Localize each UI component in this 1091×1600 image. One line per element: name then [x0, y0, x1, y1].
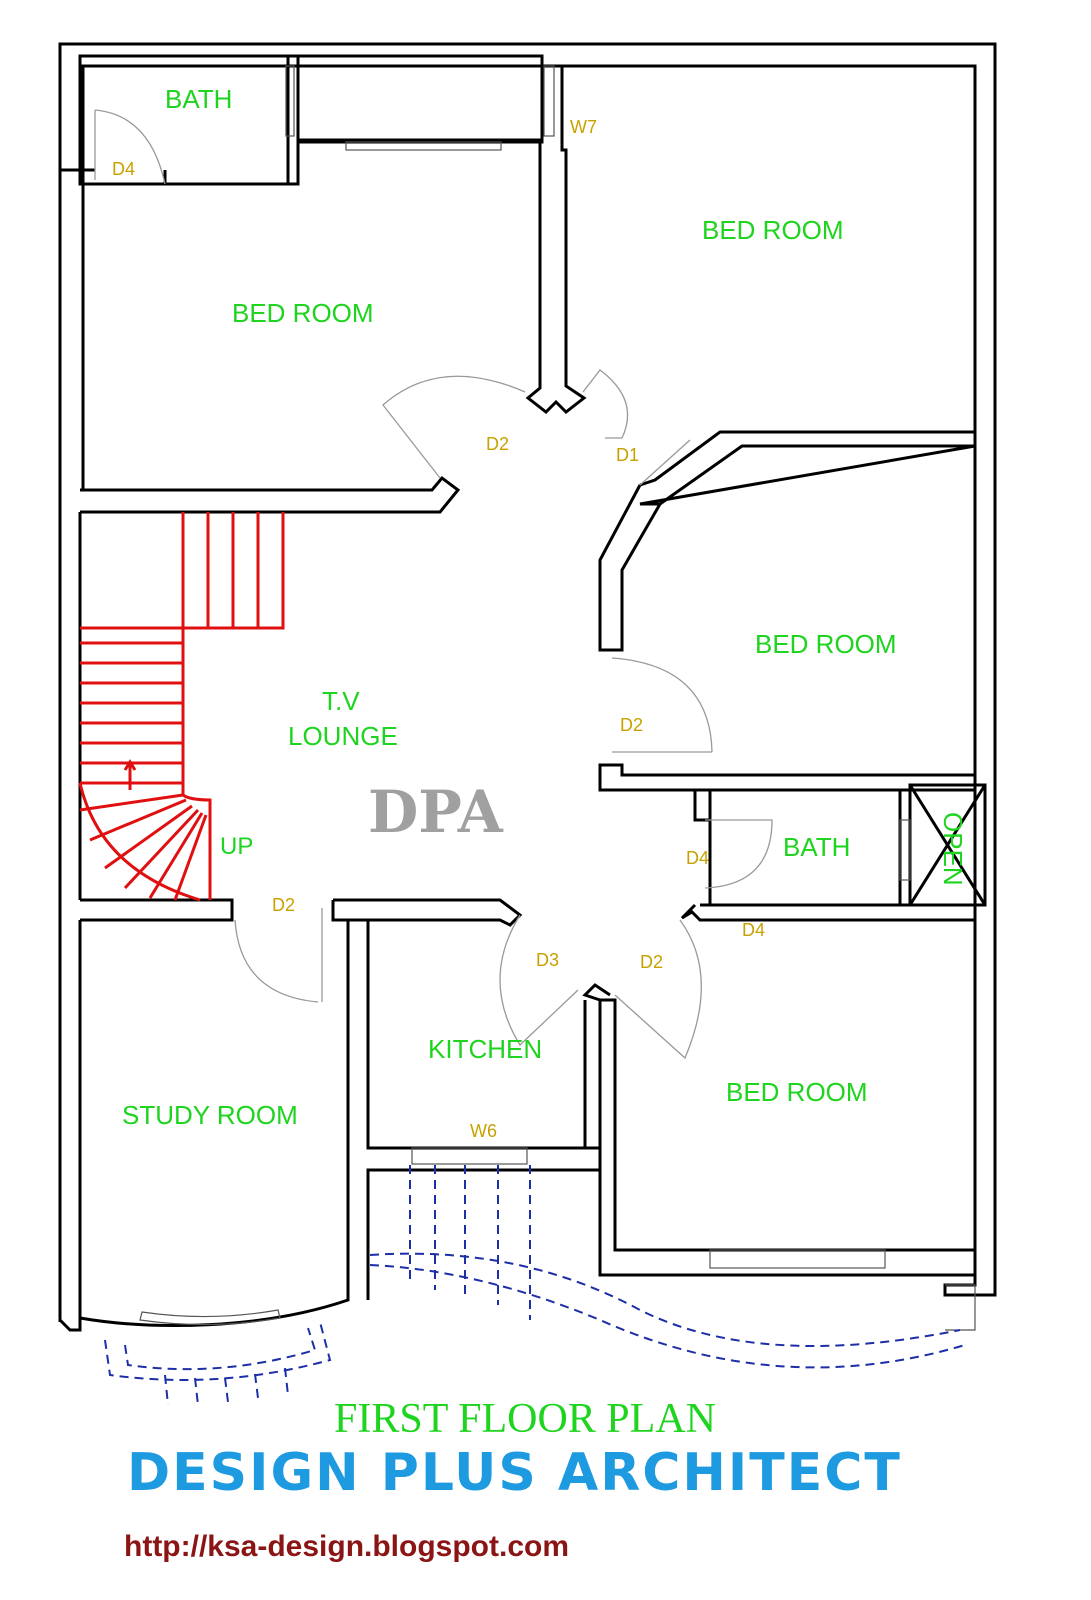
tag-d2-top: D2	[486, 434, 509, 454]
door-window-tags: D4 W7 D2 D1 D2 D4 D4 D2 D3 D2 W6	[112, 117, 765, 1141]
tag-d2-study: D2	[272, 895, 295, 915]
windows	[139, 65, 976, 1331]
room-label-tv-lounge-line1: T.V	[322, 686, 360, 716]
room-label-bath-right: BATH	[783, 832, 850, 862]
tag-d3: D3	[536, 950, 559, 970]
tag-d1: D1	[616, 445, 639, 465]
room-label-bath-top: BATH	[165, 84, 232, 114]
tag-d2-mid: D2	[620, 715, 643, 735]
room-label-tv-lounge-line2: LOUNGE	[288, 721, 398, 751]
room-label-bed-room-top-right: BED ROOM	[702, 215, 844, 245]
outer-walls	[58, 42, 997, 1332]
room-label-bed-room-bottom-right: BED ROOM	[726, 1077, 868, 1107]
door-swings	[94, 109, 773, 1060]
tag-w6: W6	[470, 1121, 497, 1141]
room-labels: BATH BED ROOM BED ROOM BED ROOM T.V LOUN…	[122, 84, 968, 1130]
tag-d2-bottom: D2	[640, 952, 663, 972]
tag-d4-top: D4	[112, 159, 135, 179]
plan-title: FIRST FLOOR PLAN	[334, 1396, 716, 1442]
staircase	[78, 512, 285, 902]
brand-title: DESIGN PLUS ARCHITECT	[127, 1443, 902, 1503]
tag-w7: W7	[570, 117, 597, 137]
dashed-outlines	[104, 1165, 966, 1406]
tag-d4-bath: D4	[686, 848, 709, 868]
room-label-open: OPEN	[938, 812, 968, 886]
interior-walls	[78, 54, 987, 1327]
stair-up-label: UP	[220, 833, 253, 860]
dpa-watermark: DPA	[368, 778, 504, 846]
tag-d4-bed: D4	[742, 920, 765, 940]
room-label-study-room: STUDY ROOM	[122, 1100, 298, 1130]
footer-url[interactable]: http://ksa-design.blogspot.com	[124, 1530, 569, 1563]
room-label-bed-room-top-left: BED ROOM	[232, 298, 374, 328]
room-label-kitchen: KITCHEN	[428, 1034, 542, 1064]
room-label-bed-room-mid-right: BED ROOM	[755, 629, 897, 659]
